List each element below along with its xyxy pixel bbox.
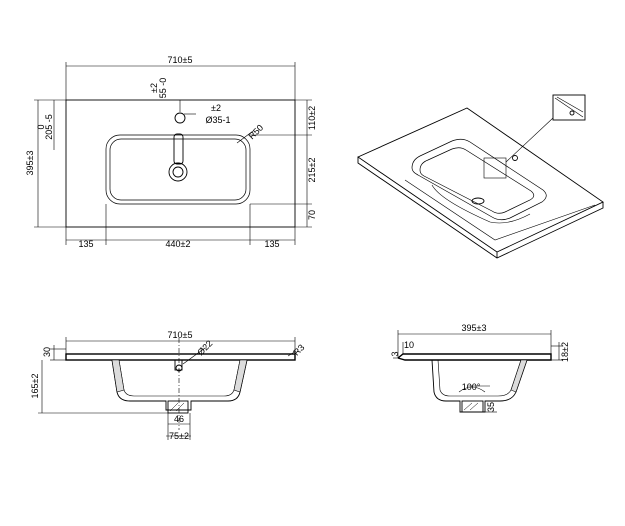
angle-label: 100° [462, 382, 481, 392]
outlet-label: 35 [486, 402, 496, 412]
bottom-mid-label: 440±2 [166, 239, 191, 249]
side-slab [397, 353, 552, 361]
iso-skirt [404, 179, 596, 241]
angle-arc [458, 386, 486, 393]
top-view-outline [65, 99, 296, 228]
top-view-bowl-inner [109, 138, 247, 201]
iso-bowl-rim [411, 138, 547, 221]
bowl-radius-label: R50 [247, 123, 266, 142]
right-mid-label: 215±2 [307, 158, 317, 183]
side-waste [461, 400, 484, 413]
drain-outer-icon [168, 162, 188, 182]
top-width-label: 710±5 [168, 55, 193, 65]
waste-hole-leader [182, 347, 206, 365]
edge-radius-label: R3 [291, 342, 306, 357]
bottom-right-label: 135 [264, 239, 279, 249]
front-wall-right [233, 359, 248, 393]
side-bowl-inner [437, 359, 522, 397]
iso-overflow-box [483, 157, 507, 179]
tap-offset-tol-label: ±2 [149, 83, 159, 93]
detail-leader [505, 117, 554, 163]
side-depth-label: 395±3 [462, 323, 487, 333]
side-view: 395±3 10 3 18±2 100° 35 [390, 323, 570, 413]
tap-offset-label: 55 -0 [158, 78, 168, 99]
top-view-bowl [105, 134, 251, 205]
drain-inner-icon [172, 166, 184, 178]
lip-a-label: 10 [404, 340, 414, 350]
detail-hole-icon [569, 110, 575, 116]
waste-width-label: 46 [174, 414, 184, 424]
side-waste-hatch-2 [469, 402, 479, 411]
tap-hole-icon [174, 112, 186, 124]
front-bowl-outer [111, 359, 248, 411]
front-wall-left [111, 359, 125, 393]
rim-height-label: 18±2 [560, 342, 570, 362]
front-thickness-label: 30 [42, 347, 52, 357]
left-height-label: 395±3 [25, 151, 35, 176]
iso-drain-icon [471, 197, 485, 205]
overflow-slot [173, 133, 184, 165]
front-waste-hatch-2 [175, 402, 185, 412]
tap-hole-label: Ø35-1 [205, 115, 230, 125]
iso-bowl-inner [419, 147, 535, 214]
front-waste-pipe [167, 400, 189, 414]
edge-radius-leader [287, 350, 297, 357]
iso-tap-hole-icon [512, 155, 518, 161]
depth-tol-label: 0 [36, 124, 46, 129]
tap-hole-tol-label: ±2 [211, 103, 221, 113]
side-wall-right [510, 359, 528, 393]
iso-slab-edge [357, 157, 604, 259]
top-view: 710±5 ±2 55 -0 ±2 Ø35-1 R50 395±3 0 205 … [25, 55, 317, 249]
detail-line-1 [554, 97, 584, 118]
radius-leader [236, 130, 254, 144]
isometric-view [357, 94, 604, 259]
detail-line-2 [556, 96, 584, 113]
right-top-label: 110±2 [307, 106, 317, 130]
front-bowl-depth-label: 165±2 [30, 374, 40, 399]
bottom-left-label: 135 [78, 239, 93, 249]
front-view: 710±5 Ø22 R3 30 165±2 46 75±2 [30, 330, 306, 441]
detail-box [552, 94, 586, 121]
lip-b-label: 3 [390, 351, 400, 356]
waste-outer-label: 75±2 [169, 431, 189, 441]
front-waste-hatch-1 [169, 402, 179, 412]
side-waste-hatch-1 [463, 402, 473, 411]
iso-bowl-floor [431, 184, 531, 224]
front-width-label: 710±5 [168, 330, 193, 340]
front-slab [65, 353, 296, 361]
depth-label: 205 -5 [44, 114, 54, 140]
front-overflow [174, 359, 183, 371]
right-bottom-label: 70 [307, 210, 317, 220]
